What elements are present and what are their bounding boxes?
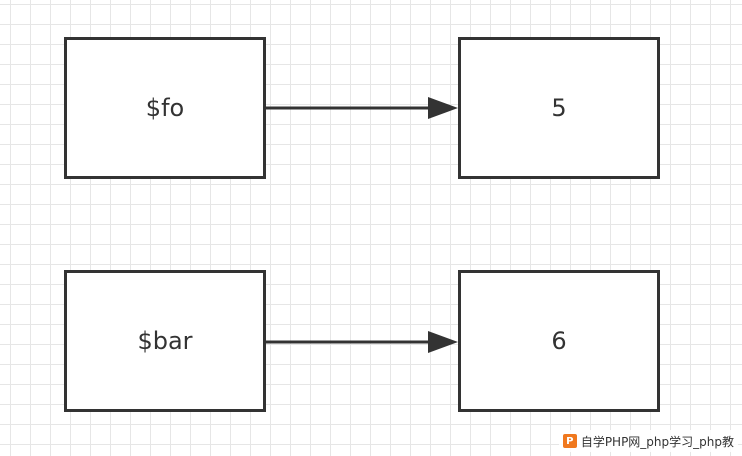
node-6: 6: [458, 270, 660, 412]
node-fo-label: $fo: [145, 94, 185, 122]
node-6-label: 6: [551, 327, 567, 355]
node-5-label: 5: [551, 94, 567, 122]
watermark: P 自学PHP网_php学习_php教: [558, 430, 738, 452]
node-fo: $fo: [64, 37, 266, 179]
edge-fo-to-5: [266, 97, 458, 119]
node-5: 5: [458, 37, 660, 179]
arrowhead-icon: [428, 331, 458, 353]
watermark-text: 自学PHP网_php学习_php教: [580, 434, 734, 449]
node-bar-label: $bar: [137, 327, 193, 355]
node-bar: $bar: [64, 270, 266, 412]
watermark-logo-icon: P: [562, 434, 577, 448]
arrowhead-icon: [428, 97, 458, 119]
edge-bar-to-6: [266, 331, 458, 353]
